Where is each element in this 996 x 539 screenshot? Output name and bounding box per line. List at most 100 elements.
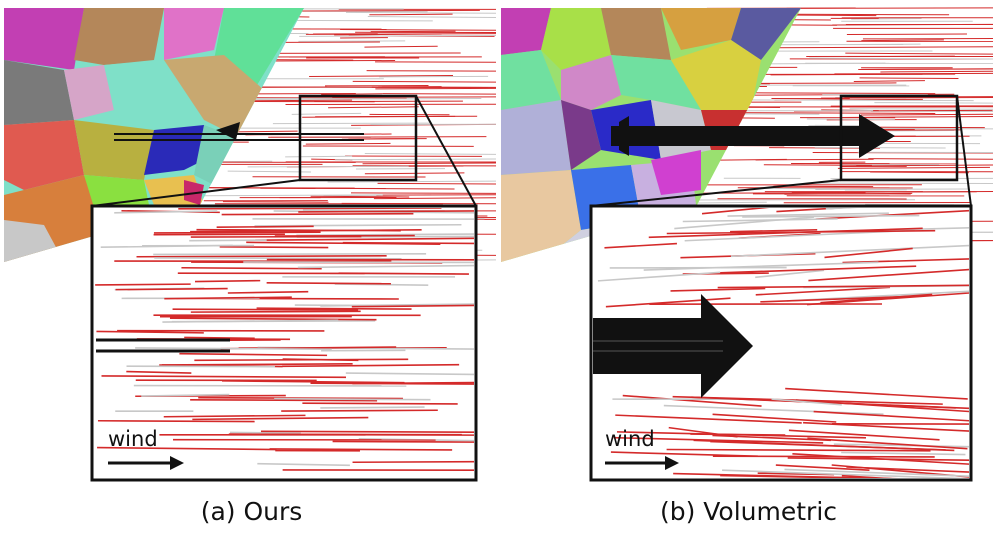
streamline: [701, 208, 770, 215]
streamline: [712, 434, 831, 442]
streamline: [230, 431, 301, 434]
streamline: [803, 421, 969, 432]
streamline: [738, 99, 974, 102]
source-marker: [114, 122, 364, 141]
streamline: [282, 358, 359, 362]
streamline: [622, 394, 762, 407]
streamline: [772, 46, 994, 49]
streamline: [190, 310, 361, 313]
streamline: [96, 330, 204, 334]
streamline: [837, 166, 990, 169]
streamline: [845, 52, 994, 55]
streamline: [162, 319, 339, 323]
streamline: [785, 387, 968, 400]
streamline: [788, 429, 940, 441]
streamline: [221, 212, 414, 216]
streamline: [730, 229, 818, 233]
streamline: [269, 448, 453, 451]
streamline: [352, 460, 474, 464]
streamline: [597, 271, 721, 282]
streamline: [115, 287, 228, 291]
streamline: [861, 39, 944, 42]
streamline: [820, 293, 933, 304]
streamline: [364, 45, 438, 48]
streamline: [605, 297, 731, 308]
streamline: [302, 402, 458, 405]
streamline: [352, 80, 497, 83]
caption-ours: (a) Ours: [200, 497, 303, 526]
streamline: [320, 303, 474, 307]
streamline: [227, 170, 312, 173]
streamline: [787, 457, 969, 461]
streamline: [604, 242, 677, 249]
streamline: [267, 59, 354, 61]
streamline: [254, 223, 462, 227]
streamline: [247, 165, 409, 168]
streamline: [305, 33, 497, 35]
panel-volumetric: wind (b) Volumetric: [501, 0, 996, 539]
streamline: [256, 307, 412, 310]
streamline: [868, 158, 994, 160]
streamline: [126, 370, 192, 374]
streamline: [830, 190, 994, 193]
streamline: [282, 363, 460, 368]
streamline: [807, 437, 968, 450]
zoom-region-box: [298, 94, 418, 182]
streamline: [203, 194, 383, 197]
streamline: [648, 227, 923, 239]
streamline: [305, 142, 391, 145]
streamline: [169, 317, 377, 321]
streamline: [95, 283, 191, 286]
streamline: [670, 287, 766, 292]
streamline: [97, 419, 255, 423]
panel-ours-figure: wind: [4, 8, 497, 482]
streamline: [874, 102, 994, 104]
streamline: [298, 210, 474, 213]
streamline: [268, 136, 487, 138]
streamline: [730, 244, 969, 258]
streamline: [274, 397, 431, 401]
streamline: [298, 40, 406, 42]
zoom-connector-right: [415, 95, 477, 207]
streamline: [815, 188, 969, 191]
zoom-inset: [589, 204, 973, 482]
streamline: [153, 231, 321, 234]
streamline: [246, 241, 441, 245]
streamline: [824, 247, 913, 259]
streamline: [309, 74, 454, 77]
streamline: [710, 440, 946, 451]
zoom-connector-left: [91, 179, 301, 207]
streamline: [181, 266, 322, 270]
streamline: [334, 283, 429, 286]
streamline: [351, 304, 474, 308]
streamline: [192, 416, 369, 421]
streamline: [136, 255, 387, 258]
zoom-region-box: [839, 94, 959, 182]
streamline: [297, 264, 474, 269]
caption-volumetric: (b) Volumetric: [659, 497, 838, 526]
streamline: [222, 201, 329, 203]
streamline: [377, 182, 497, 185]
streamline: [255, 237, 474, 242]
streamline: [815, 209, 969, 220]
streamline: [751, 62, 886, 65]
streamline: [367, 16, 497, 19]
streamline: [227, 290, 309, 294]
streamline: [822, 93, 928, 96]
streamline: [821, 97, 994, 99]
streamline: [742, 214, 920, 218]
streamline: [285, 155, 353, 158]
streamline: [720, 474, 847, 478]
streamline: [755, 269, 825, 279]
streamline: [717, 284, 969, 289]
streamline: [813, 410, 969, 422]
streamline: [194, 279, 261, 283]
zoom-connector-right: [956, 95, 972, 207]
streamline: [320, 406, 425, 409]
zoom-inset: [90, 204, 478, 482]
streamline: [858, 68, 994, 71]
streamline: [345, 372, 474, 376]
streamline: [795, 399, 969, 413]
streamline: [806, 292, 969, 306]
streamline: [164, 296, 292, 300]
